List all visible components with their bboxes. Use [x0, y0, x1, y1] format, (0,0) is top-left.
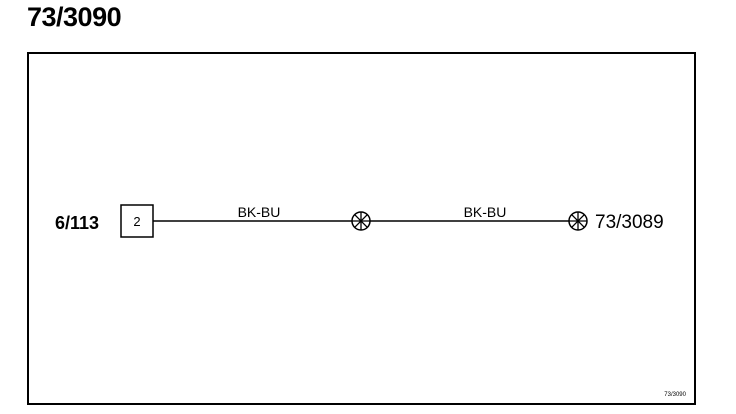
source-component-label: 6/113	[55, 213, 99, 233]
connector-pin-box	[120, 204, 154, 238]
reference-code: 73/3090	[664, 392, 686, 398]
wire-color-label-2: BK-BU	[464, 204, 507, 220]
page-title: 73/3090	[27, 2, 122, 32]
destination-label: 73/3089	[595, 212, 664, 233]
wire-color-label-1: BK-BU	[238, 204, 281, 220]
connector-pin-number: 2	[133, 214, 140, 229]
splice-point-icon	[351, 211, 371, 231]
destination-splice-icon	[568, 211, 588, 231]
